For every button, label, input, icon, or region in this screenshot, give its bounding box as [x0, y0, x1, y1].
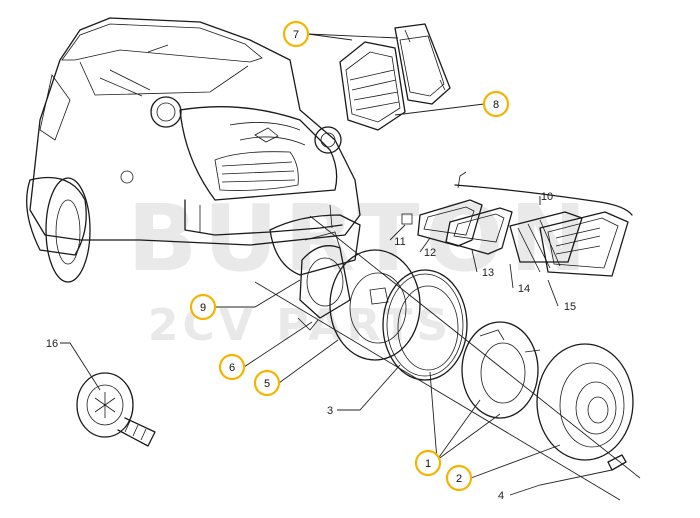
callout-5-label: 5 — [264, 378, 270, 390]
label-12: 12 — [424, 247, 436, 259]
label-4: 4 — [498, 490, 504, 502]
label-11: 11 — [394, 236, 405, 248]
part-16-bulb — [76, 372, 156, 447]
callout-9-label: 9 — [200, 302, 206, 314]
label-14: 14 — [518, 283, 530, 295]
callout-2: 2 — [445, 464, 473, 492]
watermark-line1: BURTON — [127, 185, 593, 292]
callout-6-label: 6 — [229, 362, 235, 374]
callout-7-label: 7 — [293, 29, 299, 41]
headlamp-exploded — [254, 215, 641, 501]
watermark: BURTON 2CV PARTS — [127, 185, 593, 351]
label-3: 3 — [327, 405, 333, 417]
label-13: 13 — [482, 267, 494, 279]
callout-5: 5 — [253, 369, 281, 397]
part-7-8-assembly — [339, 23, 451, 131]
callout-8: 8 — [482, 90, 510, 118]
label-15: 15 — [564, 301, 576, 313]
callout-1: 1 — [414, 449, 442, 477]
part-10-15-assembly — [401, 171, 633, 277]
callout-2-label: 2 — [456, 473, 462, 485]
callout-8-label: 8 — [493, 99, 499, 111]
label-16: 16 — [46, 338, 58, 350]
callout-7: 7 — [282, 20, 310, 48]
leader-lines — [60, 33, 613, 496]
car-illustration — [26, 17, 361, 283]
label-10: 10 — [541, 191, 553, 203]
callout-1-label: 1 — [425, 458, 431, 470]
callout-6: 6 — [218, 353, 246, 381]
callout-9: 9 — [189, 293, 217, 321]
